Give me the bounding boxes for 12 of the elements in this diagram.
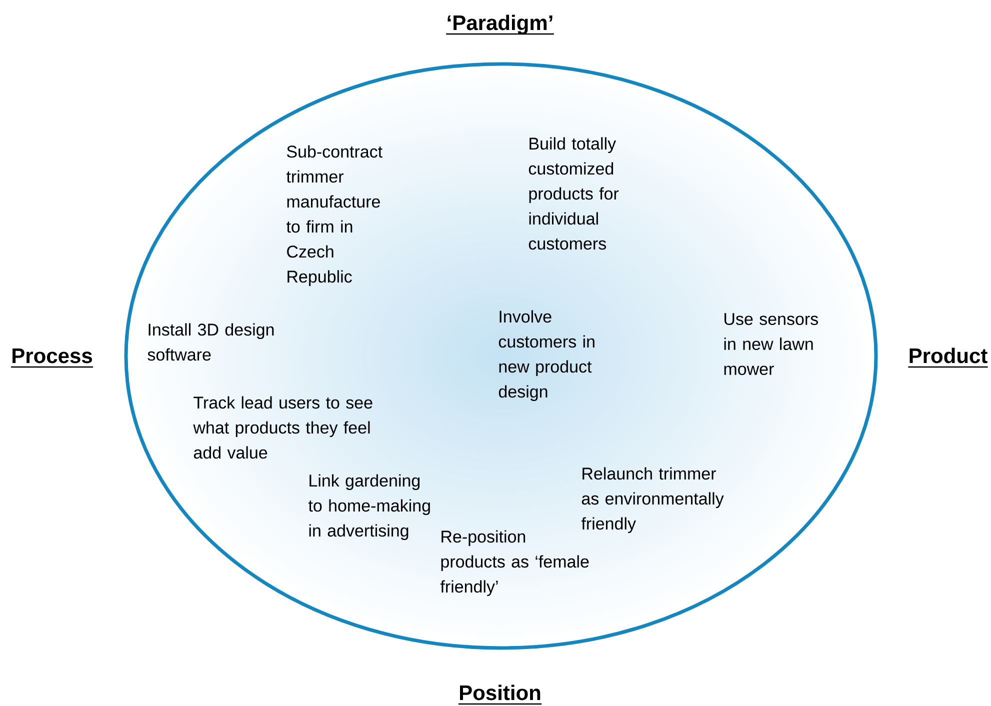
heading-label: ‘Paradigm’ [446, 14, 554, 35]
idea-text: Build totally customized products for individual customers [528, 137, 619, 250]
heading-label: Position [458, 684, 542, 705]
ellipse [124, 62, 878, 650]
idea-text: Sub-contract trimmer manufacture to firm in Czech Republic [286, 145, 382, 286]
idea-text: Use sensors in new lawn mower [724, 313, 818, 376]
heading-label: Process [10, 348, 94, 368]
idea-text: Install 3D design software [148, 323, 274, 361]
heading-label: Product [908, 348, 988, 368]
idea-text: Track lead users to see what products they feel add value [193, 396, 372, 459]
idea-text: Link gardening to home-making in advertising [308, 474, 430, 540]
idea-text: Involve customers in new product design [498, 310, 594, 402]
